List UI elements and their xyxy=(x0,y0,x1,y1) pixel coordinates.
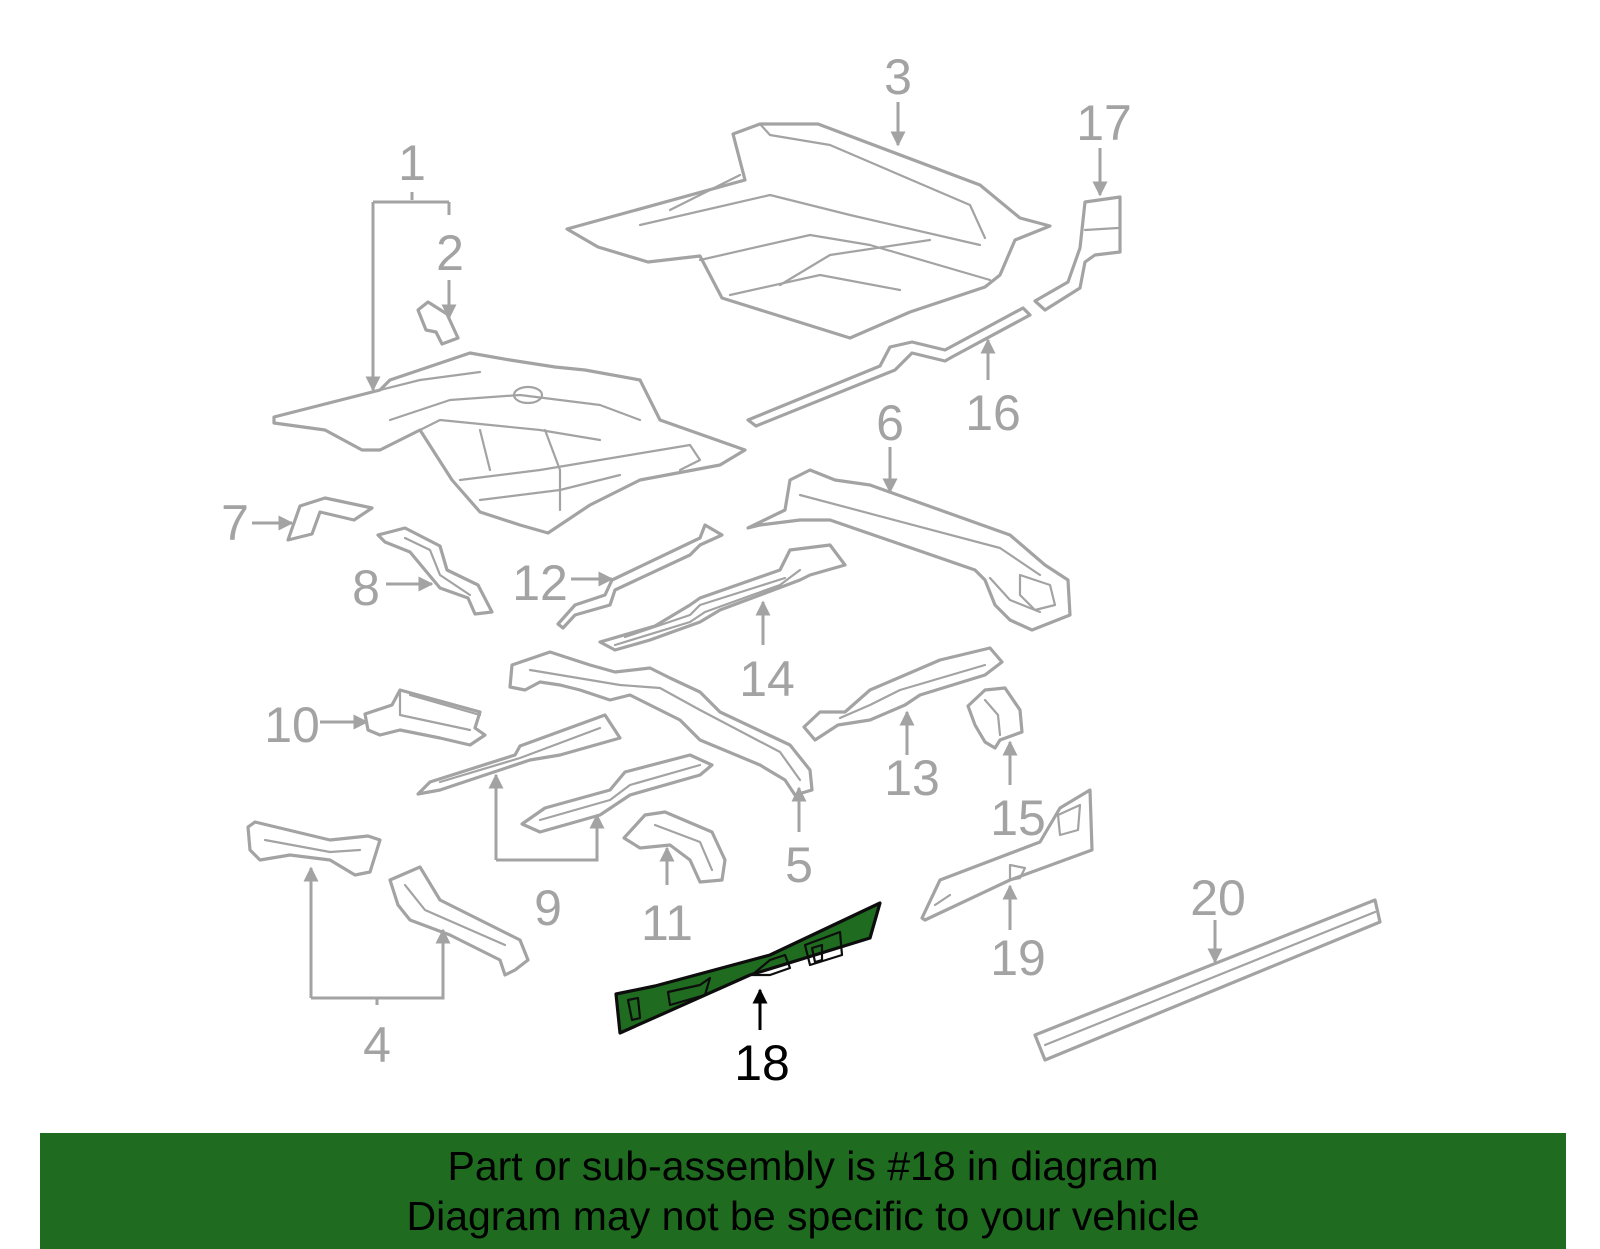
label-11: 11 xyxy=(641,895,693,951)
label-19: 19 xyxy=(990,930,1046,986)
part-20-rocker-panel[interactable] xyxy=(1033,898,1382,1062)
label-15: 15 xyxy=(990,790,1046,846)
part-15-bracket[interactable] xyxy=(966,686,1024,750)
label-18: 18 xyxy=(734,1035,790,1091)
part-3-rear-floor-pan[interactable] xyxy=(565,122,1052,340)
label-17: 17 xyxy=(1076,95,1132,151)
label-20: 20 xyxy=(1190,870,1246,926)
info-banner: Part or sub-assembly is #18 in diagram D… xyxy=(40,1133,1566,1249)
label-4: 4 xyxy=(363,1017,391,1073)
part-2-bracket[interactable] xyxy=(416,300,460,346)
label-14: 14 xyxy=(739,651,795,707)
part-6-crossmember[interactable] xyxy=(746,468,1072,632)
part-1-front-floor-pan[interactable] xyxy=(272,351,747,535)
label-6: 6 xyxy=(876,395,904,451)
label-7: 7 xyxy=(221,495,249,551)
part-8-rail[interactable] xyxy=(376,526,494,616)
part-10-bracket[interactable] xyxy=(363,688,487,747)
label-12: 12 xyxy=(512,555,568,611)
banner-line-part-number: Part or sub-assembly is #18 in diagram xyxy=(447,1143,1159,1189)
label-9: 9 xyxy=(534,880,562,936)
label-2: 2 xyxy=(436,225,464,281)
part-7-bracket[interactable] xyxy=(286,496,374,542)
part-9-rail-upper[interactable] xyxy=(416,713,622,796)
label-16: 16 xyxy=(965,385,1021,441)
label-1: 1 xyxy=(398,135,426,191)
part-18-highlighted-panel[interactable] xyxy=(614,901,882,1035)
part-19-panel[interactable] xyxy=(920,788,1094,922)
part-13-rail[interactable] xyxy=(802,646,1004,742)
banner-line-disclaimer: Diagram may not be specific to your vehi… xyxy=(406,1193,1200,1239)
part-17-bracket[interactable] xyxy=(1033,195,1122,312)
part-16-floor-reinforcement-strip[interactable] xyxy=(746,306,1032,428)
leader-lines xyxy=(252,102,1223,1030)
label-13: 13 xyxy=(884,750,940,806)
part-14-rail[interactable] xyxy=(598,543,847,652)
part-11-bracket[interactable] xyxy=(622,810,727,884)
label-5: 5 xyxy=(785,837,813,893)
part-9-rail-lower[interactable] xyxy=(520,753,714,834)
part-labels: 1 2 3 4 5 6 7 8 9 10 11 12 13 14 15 16 1… xyxy=(221,49,1246,1091)
label-3: 3 xyxy=(884,49,912,105)
part-4-rail-right[interactable] xyxy=(388,865,530,977)
part-12-rail[interactable] xyxy=(556,523,724,630)
label-8: 8 xyxy=(352,560,380,616)
part-4-bracket-left[interactable] xyxy=(246,820,382,877)
label-10: 10 xyxy=(264,697,320,753)
